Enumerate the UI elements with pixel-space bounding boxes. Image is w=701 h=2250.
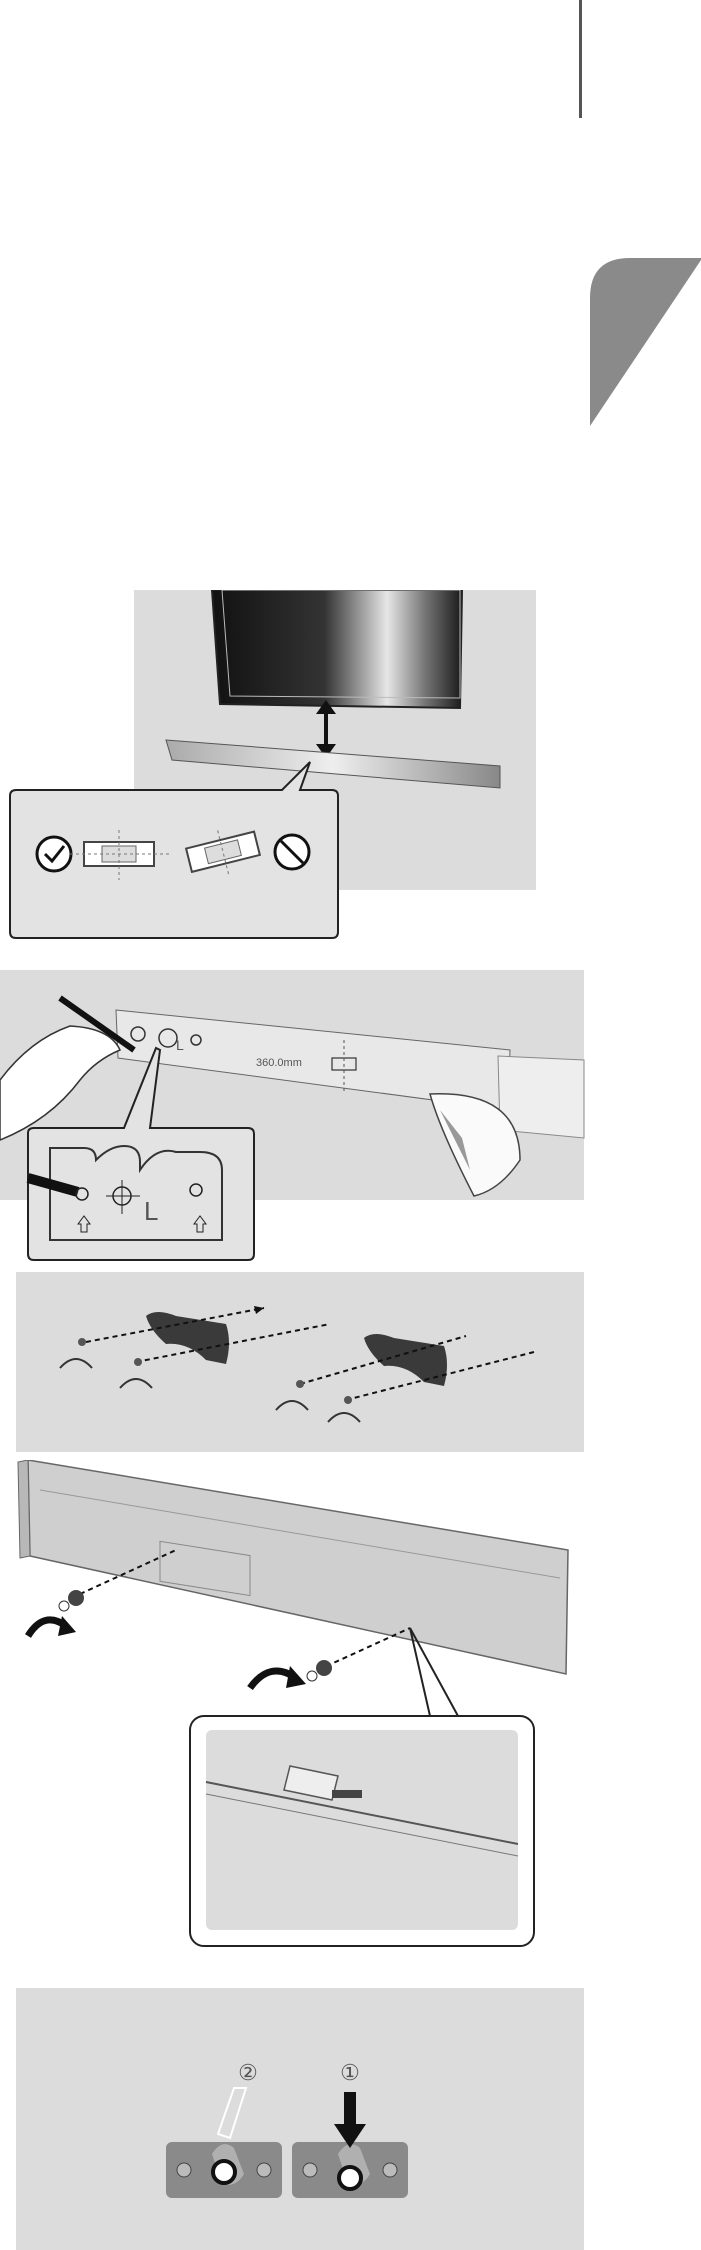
level-straight-illustration (70, 830, 170, 880)
prohibited-icon (273, 833, 311, 871)
step-2-label: ② (238, 2060, 258, 2085)
step-1-label: ① (340, 2060, 360, 2085)
template-zoom-callout (27, 1046, 255, 1261)
tv-illustration (210, 590, 464, 710)
level-callout (9, 761, 339, 939)
panel-bracket-screws (16, 1272, 584, 1452)
panel-slot-hang: ② ① (16, 1988, 584, 2250)
rotate-arrow-icon (59, 1358, 361, 1423)
pen-icon (58, 995, 136, 1053)
panel-tv-alignment (0, 590, 701, 940)
section-thumb-tab (590, 258, 701, 430)
slot-background (16, 1988, 584, 2250)
bracket-background (16, 1272, 584, 1452)
down-arrow-icon (334, 2092, 366, 2148)
bracket-right (364, 1334, 447, 1386)
template-dimension-label: 360.0mm (256, 1057, 302, 1069)
screw-left (68, 1590, 84, 1606)
soundbar-back (27, 1460, 569, 1675)
hand-illustration (0, 1025, 122, 1141)
bracket-left (146, 1312, 229, 1364)
zoom-left-marker: L (144, 1196, 158, 1226)
check-circle-icon (35, 835, 73, 873)
step-2-arrow-icon (216, 2087, 248, 2140)
vertical-gap-arrow-icon (316, 700, 336, 758)
panel-soundbar-screws (0, 1460, 701, 1950)
panel-wall-template: L 360.0mm L (0, 970, 701, 1270)
level-tilted-illustration (184, 830, 262, 878)
screw-right (316, 1660, 332, 1676)
template-curl (429, 1093, 521, 1197)
page-margin-line (579, 0, 582, 118)
template-left-marker: L (176, 1037, 184, 1053)
soundbar-illustration (165, 739, 501, 789)
